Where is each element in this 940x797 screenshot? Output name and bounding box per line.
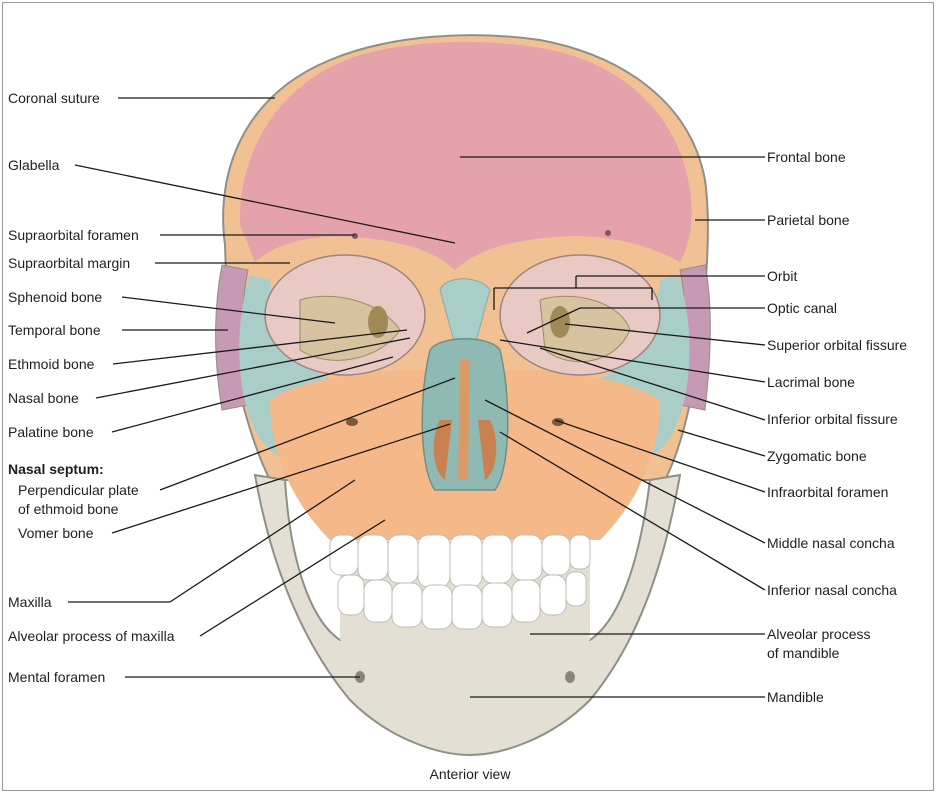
label-inferior-orbital-fissure: Inferior orbital fissure (767, 411, 898, 427)
label-lacrimal-bone: Lacrimal bone (767, 374, 855, 390)
upper-teeth (329, 534, 591, 588)
label-perpendicular-plate-line2: of ethmoid bone (18, 501, 119, 517)
label-optic-canal: Optic canal (767, 300, 838, 316)
label-vomer-bone: Vomer bone (18, 525, 94, 541)
label-alveolar-process-maxilla: Alveolar process of maxilla (8, 628, 175, 644)
label-infraorbital-foramen: Infraorbital foramen (767, 484, 889, 500)
label-middle-nasal-concha: Middle nasal concha (767, 535, 895, 551)
label-inferior-nasal-concha: Inferior nasal concha (767, 582, 897, 598)
label-palatine-bone: Palatine bone (8, 424, 94, 440)
label-orbit: Orbit (767, 268, 798, 284)
label-alveolar-process-mandible-line1: Alveolar process (767, 626, 871, 642)
label-supraorbital-margin: Supraorbital margin (8, 255, 131, 271)
label-sphenoid-bone: Sphenoid bone (8, 289, 103, 305)
label-superior-orbital-fissure: Superior orbital fissure (767, 337, 908, 353)
nasal-septum (458, 360, 470, 480)
label-perpendicular-plate-line1: Perpendicular plate (18, 482, 139, 498)
label-mandible: Mandible (767, 689, 824, 705)
label-coronal-suture: Coronal suture (8, 90, 100, 106)
label-nasal-septum: Nasal septum: (8, 461, 104, 477)
label-supraorbital-foramen: Supraorbital foramen (8, 227, 139, 243)
figure-caption: Anterior view (429, 766, 511, 782)
nasal-bone (439, 278, 491, 346)
label-parietal-bone: Parietal bone (767, 212, 850, 228)
mandible-region (253, 473, 682, 757)
label-frontal-bone: Frontal bone (767, 149, 846, 165)
label-zygomatic-bone: Zygomatic bone (767, 448, 867, 464)
label-temporal-bone: Temporal bone (8, 322, 101, 338)
frontal-bone-region (239, 41, 692, 270)
label-glabella: Glabella (8, 157, 60, 173)
label-nasal-bone: Nasal bone (8, 390, 79, 406)
label-ethmoid-bone: Ethmoid bone (8, 356, 95, 372)
label-mental-foramen: Mental foramen (8, 669, 106, 685)
label-alveolar-process-mandible-line2: of mandible (767, 645, 840, 661)
lower-teeth (337, 571, 587, 630)
label-maxilla: Maxilla (8, 594, 52, 610)
